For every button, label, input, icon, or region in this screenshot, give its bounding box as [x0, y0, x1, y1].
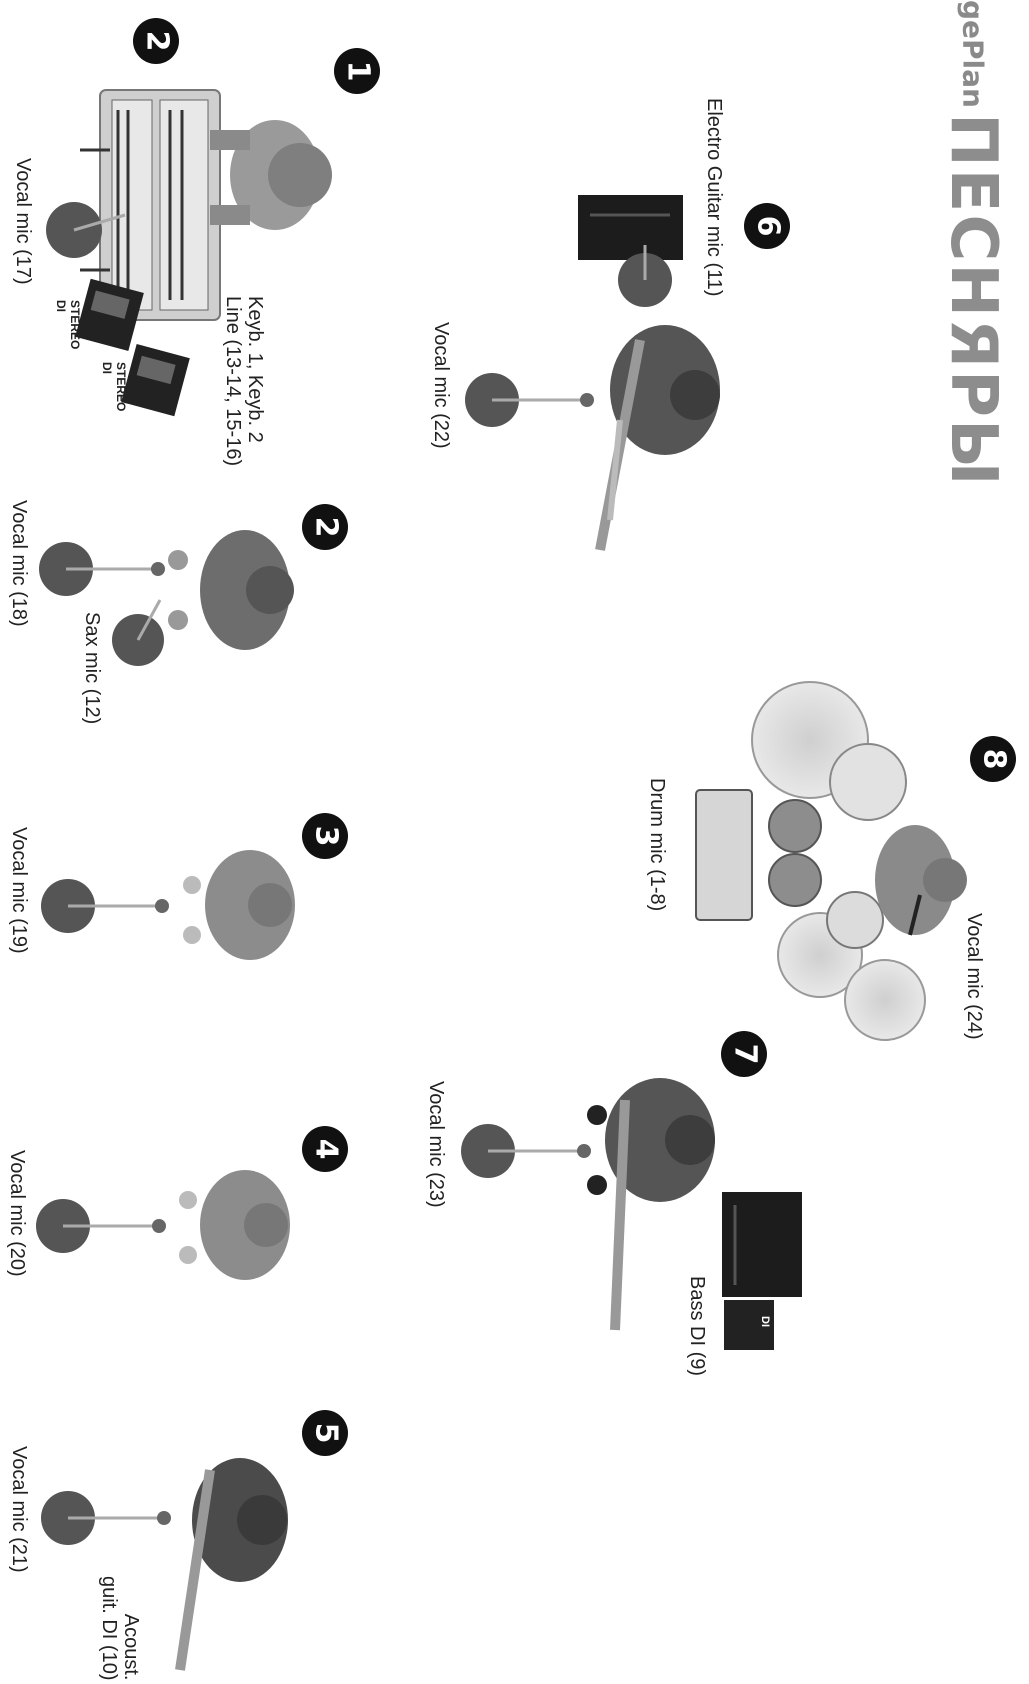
label-vocal-mic-20: Vocal mic (20): [6, 1150, 28, 1277]
vocal-mic-20: [36, 1199, 166, 1253]
page-title: gePlan ПЕСНЯРЫ: [936, 0, 1010, 487]
label-bass-di: Bass DI (9): [686, 1276, 708, 1377]
label-keyboards: Keyb. 1, Keyb. 2 Line (13-14, 15-16): [222, 296, 266, 467]
position-badge-1: 1: [334, 48, 380, 94]
position-badge-6: 6: [744, 203, 790, 249]
keyboard-rig: [80, 89, 332, 321]
musician-5-acoustic: [175, 1458, 288, 1671]
vocal-mic-22: [465, 373, 594, 427]
position-badge-2: 2: [302, 504, 348, 550]
musician-4: [179, 1170, 290, 1280]
guitar-amp: [578, 195, 683, 307]
musician-6-guitar: [595, 325, 720, 551]
drum-kit: [695, 681, 967, 1041]
label-vocal-mic-24: Vocal mic (24): [963, 913, 985, 1040]
label-acoustic-guitar-di: Acoust. guit. DI (10): [98, 1576, 142, 1681]
position-badge-3: 3: [302, 813, 348, 859]
label-vocal-mic-18: Vocal mic (18): [8, 500, 30, 627]
vocal-mic-17: [46, 202, 126, 258]
position-badge-8: 8: [970, 736, 1016, 782]
position-badge-2-top: 2: [133, 18, 179, 64]
vocal-mic-23: [461, 1124, 591, 1178]
label-vocal-mic-23: Vocal mic (23): [425, 1081, 447, 1208]
position-badge-4: 4: [302, 1126, 348, 1172]
position-badge-7: 7: [721, 1031, 767, 1077]
label-sax-mic: Sax mic (12): [81, 612, 103, 725]
bass-amp: [722, 1192, 802, 1350]
vocal-mic-18: [39, 542, 165, 596]
label-vocal-mic-19: Vocal mic (19): [8, 827, 30, 954]
label-vocal-mic-17: Vocal mic (17): [12, 158, 34, 285]
label-stereo-di-2: STEREO DI: [100, 362, 128, 412]
sax-mic: [112, 599, 164, 666]
musician-3: [183, 850, 295, 960]
musician-2-sax: [168, 530, 294, 650]
position-badge-5: 5: [302, 1410, 348, 1456]
label-vocal-mic-21: Vocal mic (21): [8, 1446, 30, 1573]
label-electro-guitar-mic: Electro Guitar mic (11): [703, 98, 725, 297]
label-drum-mic: Drum mic (1-8): [646, 778, 668, 912]
stereo-di-boxes: [75, 278, 190, 417]
vocal-mic-19: [41, 879, 169, 933]
label-vocal-mic-22: Vocal mic (22): [430, 322, 452, 449]
label-stereo-di-1: STEREO DI: [54, 300, 82, 350]
band-name: ПЕСНЯРЫ: [936, 113, 1010, 488]
label-bass-di-box: DI: [759, 1316, 771, 1327]
musician-7-bass: [587, 1078, 715, 1331]
title-prefix: gePlan: [956, 0, 990, 108]
vocal-mic-21: [41, 1491, 171, 1545]
